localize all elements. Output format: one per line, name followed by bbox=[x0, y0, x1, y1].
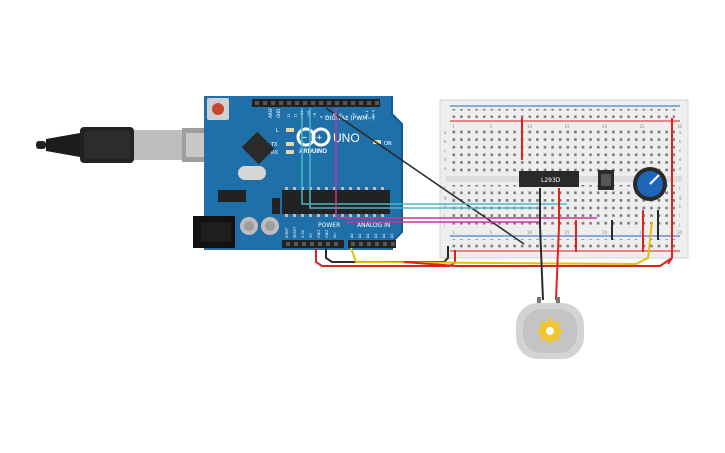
breadboard-row-letter: c bbox=[444, 148, 446, 153]
breadboard-row-letter: c bbox=[679, 148, 681, 153]
breadboard-row-letter: h bbox=[679, 204, 682, 209]
analog-pin-label: A3 bbox=[374, 233, 378, 238]
power-pin-label: RESET bbox=[293, 226, 297, 238]
digital-pin-label: ~10 bbox=[307, 111, 311, 118]
breadboard-row-letter: f bbox=[679, 186, 681, 191]
analog-pin-label: A0 bbox=[350, 233, 354, 238]
power-pin-label: 3.3V bbox=[301, 229, 305, 238]
digital-pin-label: 4 bbox=[346, 115, 350, 118]
breadboard-row-letter: i bbox=[444, 213, 445, 218]
digital-pin-label: TX 1 bbox=[365, 110, 369, 119]
power-pin-label: GND bbox=[317, 230, 321, 238]
wire-cyan[interactable] bbox=[301, 108, 567, 205]
svg-text:+: + bbox=[317, 133, 322, 142]
analog-pin-label: A1 bbox=[358, 233, 362, 238]
analog-header-label: ANALOG IN bbox=[357, 222, 390, 229]
digital-pin-label: ~11 bbox=[300, 111, 304, 118]
led-rx-label: RX bbox=[271, 150, 278, 156]
breadboard-row-letter: d bbox=[679, 157, 682, 162]
power-jack[interactable] bbox=[193, 216, 235, 248]
breadboard-column-number: 1 bbox=[452, 230, 455, 235]
arduino-board[interactable]: AREF GND DIGITAL (PWM~) L TX RX − + ARDU… bbox=[193, 96, 403, 250]
dc-motor-icon[interactable] bbox=[516, 297, 584, 359]
gnd-label: GND bbox=[276, 109, 281, 118]
wire-red[interactable] bbox=[315, 248, 456, 267]
breadboard-column-number: 20 bbox=[602, 230, 608, 235]
breadboard-column-number: 5 bbox=[490, 230, 493, 235]
svg-text:−: − bbox=[302, 133, 307, 142]
digital-header bbox=[252, 99, 380, 107]
breadboard-row-letter: j bbox=[443, 222, 445, 227]
digital-pin-label: ~3 bbox=[352, 113, 356, 118]
breadboard-row-letter: h bbox=[444, 204, 447, 209]
led-on-label: ON bbox=[384, 141, 392, 147]
led-l-label: L bbox=[276, 128, 279, 134]
breadboard-row-letter: g bbox=[679, 195, 682, 200]
potentiometer-icon[interactable] bbox=[633, 167, 667, 201]
breadboard-row-letter: g bbox=[444, 195, 447, 200]
breadboard-row-letter: b bbox=[444, 139, 447, 144]
digital-pin-label: 2 bbox=[359, 116, 363, 118]
breadboard-row-letter: d bbox=[444, 157, 447, 162]
ic-label: L293D bbox=[541, 177, 561, 184]
breadboard-row-letter: a bbox=[444, 130, 447, 135]
digital-pin-label: 8 bbox=[320, 116, 324, 118]
aref-label: AREF bbox=[268, 107, 273, 118]
breadboard-row-letter: i bbox=[679, 213, 680, 218]
breadboard-column-number: 15 bbox=[565, 124, 571, 129]
digital-pin-label: ~5 bbox=[339, 113, 343, 118]
breadboard-row-letter: e bbox=[444, 166, 447, 171]
digital-header-label: DIGITAL (PWM~) bbox=[325, 115, 375, 122]
breadboard-column-number: 10 bbox=[527, 230, 533, 235]
digital-pin-label: ~6 bbox=[333, 113, 337, 118]
breadboard-column-number: 10 bbox=[527, 124, 533, 129]
breadboard-row-letter: e bbox=[679, 166, 682, 171]
breadboard-column-number: 30 bbox=[677, 124, 683, 129]
breadboard-column-number: 25 bbox=[640, 230, 646, 235]
breadboard-column-number: 5 bbox=[490, 124, 493, 129]
power-pin-label: IOREF bbox=[285, 228, 289, 238]
digital-pin-label: 7 bbox=[326, 116, 330, 118]
breadboard-row-letter: j bbox=[678, 222, 680, 227]
power-header-label: POWER bbox=[318, 222, 340, 229]
breadboard-column-number: 20 bbox=[602, 124, 608, 129]
analog-pin-label: A4 bbox=[382, 233, 386, 238]
power-pin-label: Vin bbox=[333, 232, 337, 238]
wire-cyan[interactable] bbox=[309, 108, 540, 209]
digital-pin-label: 12 bbox=[294, 114, 298, 118]
breadboard-column-number: 30 bbox=[677, 230, 683, 235]
breadboard-column-number: 25 bbox=[640, 124, 646, 129]
breadboard-row-letter: f bbox=[444, 186, 446, 191]
wire-yellow[interactable] bbox=[350, 221, 653, 266]
wire-red[interactable] bbox=[555, 188, 560, 301]
power-pin-label: 5V bbox=[309, 233, 313, 238]
arduino-model: UNO bbox=[333, 131, 360, 145]
digital-pin-label: 13 bbox=[287, 114, 291, 118]
wires[interactable] bbox=[301, 107, 673, 301]
breadboard-column-number: 1 bbox=[452, 124, 455, 129]
power-pin-label: GND bbox=[325, 230, 329, 238]
analog-header bbox=[348, 240, 396, 248]
digital-pin-label: ~9 bbox=[313, 113, 317, 118]
breadboard-column-number: 15 bbox=[565, 230, 571, 235]
arduino-brand: ARDUINO bbox=[299, 149, 327, 155]
wire-black[interactable] bbox=[539, 188, 544, 301]
breadboard-row-letter: a bbox=[679, 130, 682, 135]
arduino-logo-icon: − + bbox=[296, 127, 331, 147]
analog-pin-label: A2 bbox=[366, 233, 370, 238]
analog-pin-label: A5 bbox=[390, 233, 394, 238]
breadboard-row-letter: b bbox=[679, 139, 682, 144]
digital-pin-label: RX 0 bbox=[372, 110, 376, 118]
pushbutton-icon[interactable] bbox=[598, 170, 614, 190]
led-tx-label: TX bbox=[270, 142, 278, 148]
wire-magenta[interactable] bbox=[335, 108, 597, 219]
l293d-ic[interactable]: L293D bbox=[519, 171, 579, 187]
usb-cable-icon[interactable] bbox=[36, 127, 226, 163]
